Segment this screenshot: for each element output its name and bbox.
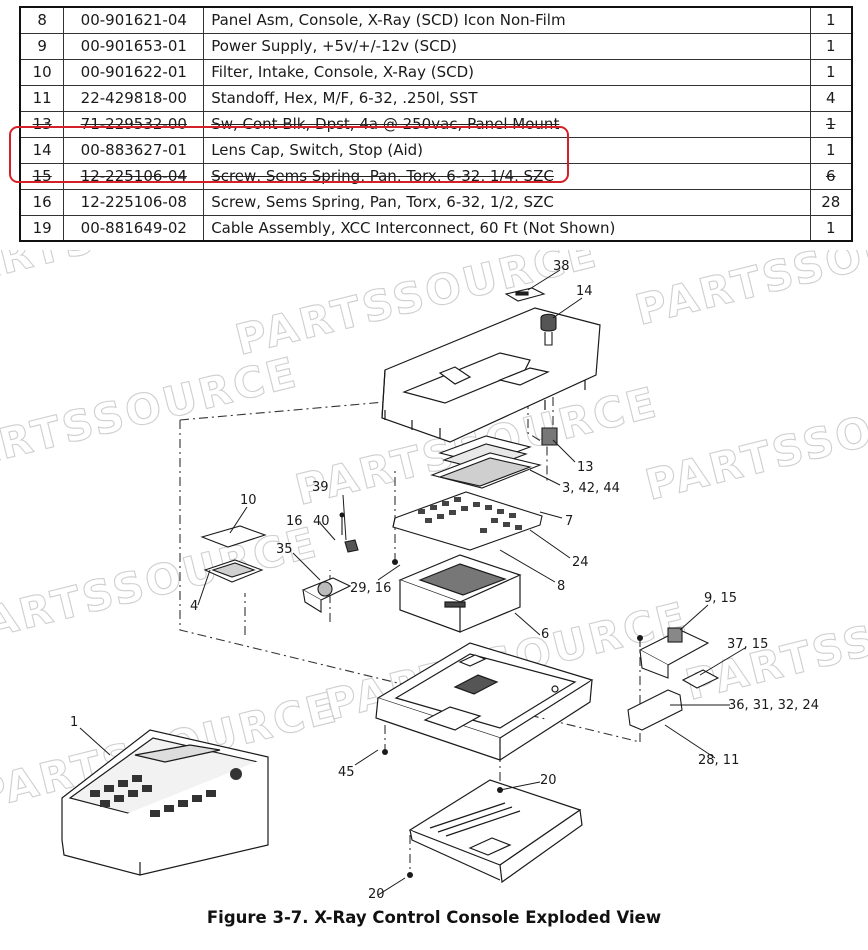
- part-number-cell: 00-901621-04: [63, 6, 205, 34]
- quantity-cell: 1: [809, 214, 853, 242]
- quantity-cell: 28: [809, 188, 853, 216]
- callout-9-15: 9, 15: [704, 591, 737, 606]
- item-number-cell: 8: [19, 6, 65, 34]
- power-supply-module: [398, 554, 522, 633]
- callout-37-15: 37, 15: [727, 637, 768, 652]
- bottom-plate: [408, 779, 583, 884]
- leader-lines: [79, 269, 746, 896]
- description-cell: Panel Asm, Console, X-Ray (SCD) Icon Non…: [203, 6, 811, 34]
- quantity-cell: 1: [809, 110, 853, 138]
- quantity-cell: 1: [809, 6, 853, 34]
- screws: [339, 512, 643, 878]
- callout-39: 39: [312, 480, 329, 495]
- item-number-cell: 11: [19, 84, 65, 112]
- quantity-cell: 1: [809, 136, 853, 164]
- callout-40: 40: [313, 514, 330, 529]
- left-side-parts: [200, 515, 359, 613]
- callout-28-11: 28, 11: [698, 753, 739, 768]
- callout-4: 4: [190, 599, 198, 614]
- part-number-cell: 00-901653-01: [63, 32, 205, 60]
- part-number-cell: 00-901622-01: [63, 58, 205, 86]
- callout-13: 13: [577, 460, 594, 475]
- keypad-buttons: [418, 497, 522, 533]
- description-cell: Power Supply, +5v/+/-12v (SCD): [203, 32, 811, 60]
- part-number-cell: 71-229532-00: [63, 110, 205, 138]
- callout-29-16: 29, 16: [350, 581, 391, 596]
- callout-3-42-44: 3, 42, 44: [562, 481, 620, 496]
- watermark-text: PARTSSOURCE: [0, 250, 303, 300]
- item-number-cell: 16: [19, 188, 65, 216]
- watermark-text: PARTSSOURCE: [0, 347, 303, 484]
- quantity-cell: 4: [809, 84, 853, 112]
- assembled-console: [61, 729, 269, 876]
- callout-7: 7: [565, 514, 573, 529]
- item-number-cell: 10: [19, 58, 65, 86]
- item-number-cell: 15: [19, 162, 65, 190]
- quantity-cell: 1: [809, 58, 853, 86]
- item-number-cell: 13: [19, 110, 65, 138]
- description-cell: Sw, Cont Blk, Dpst, 4a @ 250vac, Panel M…: [203, 110, 811, 138]
- callout-10: 10: [240, 493, 257, 508]
- part-number-cell: 22-429818-00: [63, 84, 205, 112]
- callout-6: 6: [541, 627, 549, 642]
- callout-36-31-32-24: 36, 31, 32, 24: [728, 698, 819, 713]
- quantity-cell: 6: [809, 162, 853, 190]
- watermark-text: PARTSSOURCE: [631, 250, 868, 335]
- description-cell: Filter, Intake, Console, X-Ray (SCD): [203, 58, 811, 86]
- description-cell: Screw, Sems Spring, Pan, Torx, 6-32, 1/2…: [203, 188, 811, 216]
- callout-labels: 38 14 13 3, 42, 44 7 24 8 39 16 40 10 35…: [70, 259, 819, 902]
- quantity-cell: 1: [809, 32, 853, 60]
- side-mount-parts: [627, 627, 720, 731]
- callout-8: 8: [557, 579, 565, 594]
- callout-1: 1: [70, 715, 78, 730]
- callout-14: 14: [576, 284, 593, 299]
- console-buttons: [90, 768, 242, 817]
- description-cell: Lens Cap, Switch, Stop (Aid): [203, 136, 811, 164]
- item-number-cell: 14: [19, 136, 65, 164]
- callout-16: 16: [286, 514, 303, 529]
- description-cell: Screw, Sems Spring, Pan, Torx, 6-32, 1/4…: [203, 162, 811, 190]
- part-number-cell: 00-881649-02: [63, 214, 205, 242]
- watermark-text: PARTSSOURCE: [641, 372, 868, 509]
- item-number-cell: 9: [19, 32, 65, 60]
- callout-35: 35: [276, 542, 293, 557]
- callout-45: 45: [338, 765, 355, 780]
- part-number-cell: 12-225106-08: [63, 188, 205, 216]
- callout-20-bottom: 20: [368, 887, 385, 902]
- watermark-text: PARTSSOURCE: [0, 517, 323, 654]
- figure-caption: Figure 3-7. X-Ray Control Console Explod…: [206, 908, 662, 927]
- description-cell: Standoff, Hex, M/F, 6-32, .250l, SST: [203, 84, 811, 112]
- console-base: [375, 642, 594, 761]
- part-number-cell: 00-883627-01: [63, 136, 205, 164]
- callout-24: 24: [572, 555, 589, 570]
- callout-38: 38: [553, 259, 570, 274]
- exploded-view-drawing: PARTSSOURCE PARTSSOURCE PARTSSOURCE PART…: [0, 250, 868, 902]
- item-number-cell: 19: [19, 214, 65, 242]
- part-number-cell: 12-225106-04: [63, 162, 205, 190]
- callout-20-top: 20: [540, 773, 557, 788]
- display-and-keypad: [392, 435, 543, 551]
- description-cell: Cable Assembly, XCC Interconnect, 60 Ft …: [203, 214, 811, 242]
